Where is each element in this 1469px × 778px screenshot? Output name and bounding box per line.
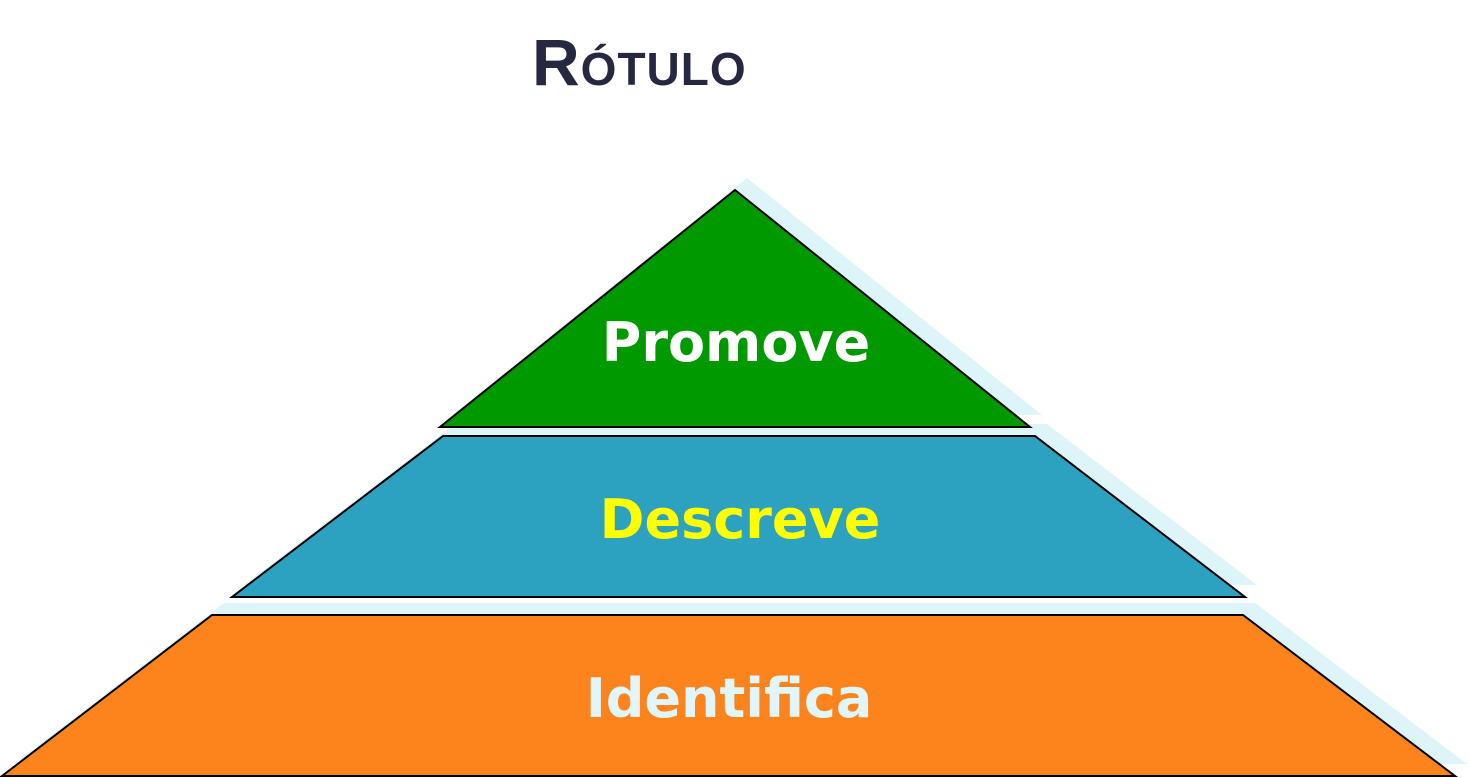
level-label-promove: Promove bbox=[602, 311, 871, 374]
level-label-identifica: Identifica bbox=[586, 667, 873, 730]
pyramid-level-top bbox=[437, 188, 1033, 428]
pyramid-level-middle bbox=[229, 435, 1248, 598]
pyramid-level-bottom bbox=[0, 614, 1458, 777]
diagram-title: Rótulo bbox=[532, 25, 747, 99]
level-label-descreve: Descreve bbox=[600, 488, 881, 551]
